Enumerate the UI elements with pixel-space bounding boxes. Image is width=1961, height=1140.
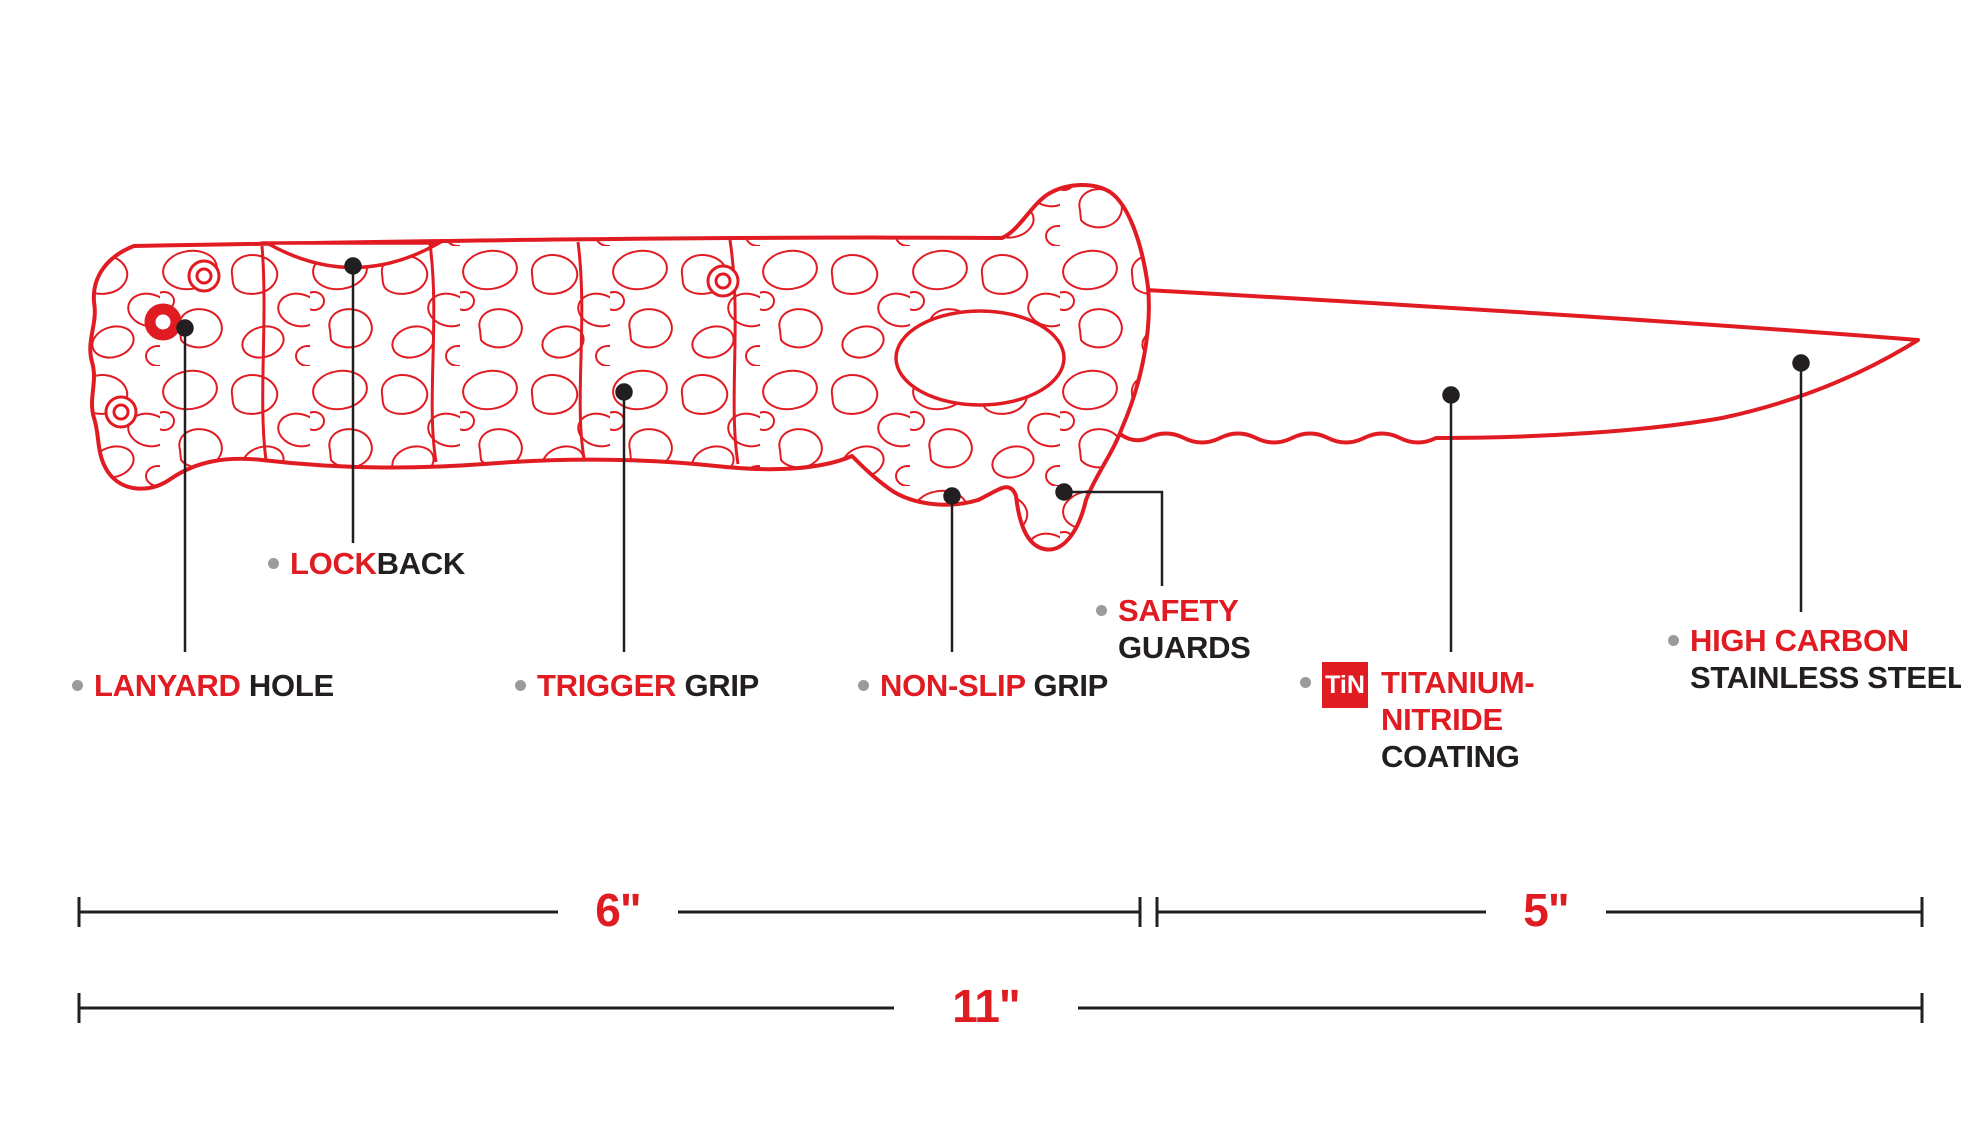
dimension-overall-length: 11": [952, 979, 1020, 1032]
bullet-icon: [858, 680, 869, 691]
knife-handle-outline: [88, 183, 1151, 552]
callout-nonslip-grip: [943, 487, 961, 652]
label-trigger-highlight: TRIGGER: [537, 668, 677, 703]
label-tin-line2: NITRIDE: [1381, 702, 1503, 737]
label-nonslip-grip: NON-SLIP GRIP: [858, 667, 1108, 704]
bullet-icon: [72, 680, 83, 691]
callout-lanyard-hole: [176, 319, 194, 652]
label-lanyard-highlight: LANYARD: [94, 668, 241, 703]
tin-badge-icon: TiN: [1322, 662, 1368, 708]
bullet-icon: [1668, 635, 1679, 646]
callout-lockback: [344, 257, 362, 543]
rivets: [104, 259, 740, 429]
handle-segment-lines: [260, 239, 740, 465]
label-safety-rest: GUARDS: [1118, 630, 1251, 665]
dimension-blade-length: 5": [1523, 883, 1569, 936]
callout-lines: [176, 257, 1810, 652]
knife-illustration: [88, 183, 1920, 552]
label-tin-line3: COATING: [1381, 739, 1520, 774]
label-steel-rest: STAINLESS STEEL: [1690, 660, 1961, 695]
label-steel-highlight: HIGH CARBON: [1690, 623, 1909, 658]
label-lockback: LOCKBACK: [268, 545, 465, 582]
callout-high-carbon: [1792, 354, 1810, 612]
callout-tin-coating: [1442, 386, 1460, 652]
bullet-icon: [1096, 605, 1107, 616]
label-high-carbon: HIGH CARBON STAINLESS STEEL: [1668, 622, 1961, 696]
label-safety-highlight: SAFETY: [1118, 593, 1239, 628]
label-lanyard-rest: HOLE: [240, 668, 334, 703]
label-tin-coating: TiN TITANIUM- NITRIDE COATING: [1300, 662, 1535, 775]
label-lockback-highlight: LOCK: [290, 546, 377, 581]
bullet-icon: [515, 680, 526, 691]
lanyard-hole: [144, 303, 182, 341]
label-safety-guards: SAFETY GUARDS: [1096, 592, 1251, 666]
bullet-icon: [268, 558, 279, 569]
label-nonslip-rest: GRIP: [1025, 668, 1109, 703]
knife-blade: [1102, 288, 1920, 445]
dimension-handle-length: 6": [595, 883, 641, 936]
label-trigger-rest: GRIP: [676, 668, 760, 703]
label-lockback-rest: BACK: [376, 546, 466, 581]
label-nonslip-highlight: NON-SLIP: [880, 668, 1026, 703]
dimension-lines: [77, 897, 1924, 1023]
thumb-hole: [894, 309, 1066, 407]
label-tin-line1: TITANIUM-: [1381, 665, 1535, 700]
callout-trigger-grip: [615, 383, 633, 652]
label-lanyard-hole: LANYARD HOLE: [72, 667, 334, 704]
callout-safety-guards: [1055, 483, 1164, 586]
bullet-icon: [1300, 677, 1311, 688]
label-trigger-grip: TRIGGER GRIP: [515, 667, 759, 704]
